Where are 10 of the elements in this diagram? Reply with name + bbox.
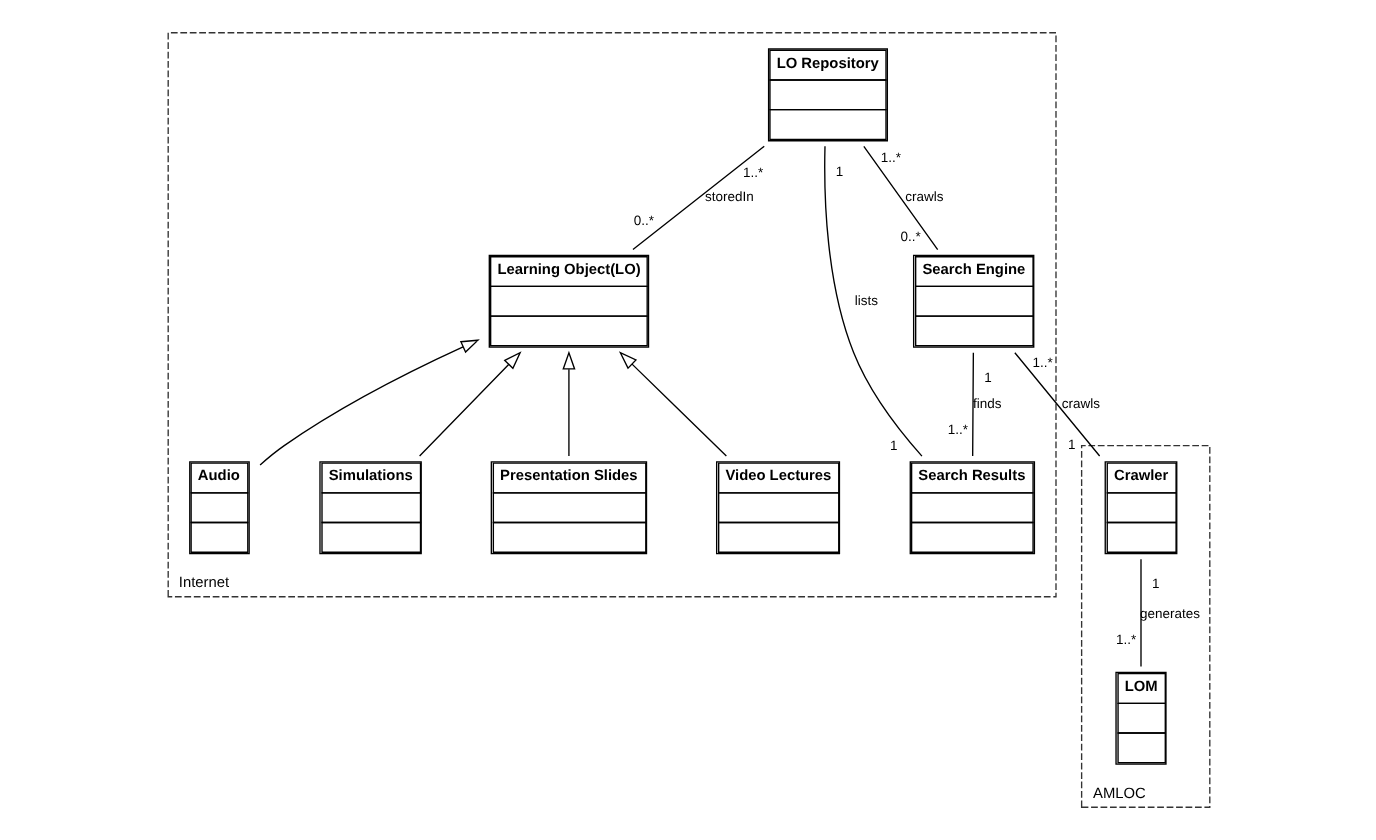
arrow xyxy=(617,351,727,457)
connector xyxy=(1013,352,1100,457)
connector xyxy=(1139,558,1141,668)
connector xyxy=(631,145,764,251)
connector xyxy=(862,145,938,251)
arrow xyxy=(258,339,479,466)
arrow xyxy=(561,350,575,457)
arrow xyxy=(417,351,521,457)
connector xyxy=(971,352,974,457)
connector xyxy=(823,145,922,457)
